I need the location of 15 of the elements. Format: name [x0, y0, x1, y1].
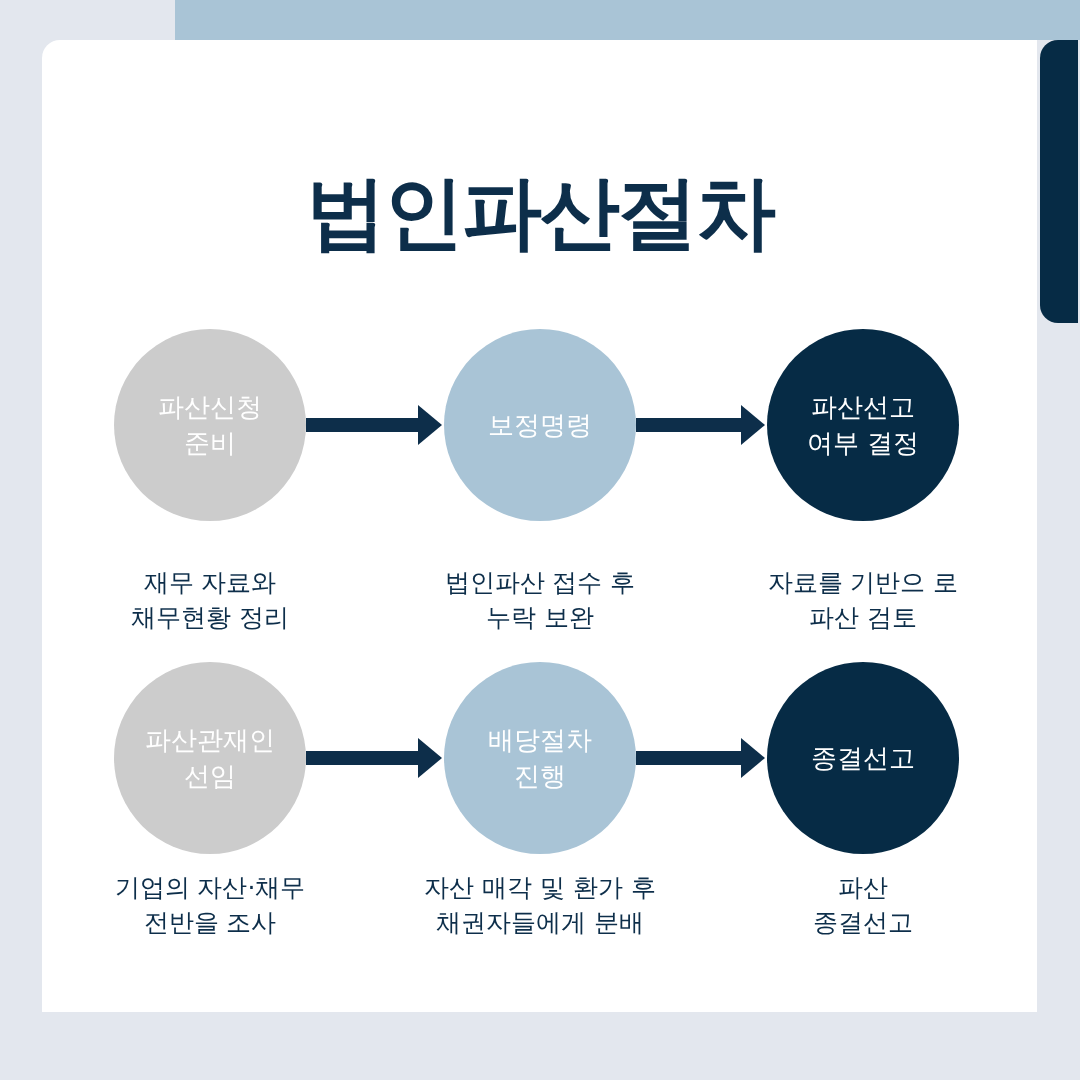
- arrow: [306, 405, 442, 445]
- step-description: 재무 자료와 채무현황 정리: [130, 567, 290, 634]
- step-label: 종결선고: [810, 741, 916, 775]
- arrow: [636, 738, 765, 778]
- title: 법인파산절차: [305, 165, 776, 261]
- step-description: 법인파산 접수 후 누락 보완: [443, 567, 637, 634]
- arrow: [306, 738, 442, 778]
- step-label: 파산선고 여부 결정: [805, 390, 921, 460]
- step-description: 파산 종결선고: [812, 872, 914, 939]
- arrow: [636, 405, 765, 445]
- step-description: 자산 매각 및 환가 후 채권자들에게 분배: [423, 872, 657, 939]
- step-description: 기업의 자산·채무 전반을 조사: [113, 872, 307, 939]
- step-description: 자료를 기반으 로 파산 검토: [766, 567, 960, 634]
- step-label: 배당절차 진행: [487, 723, 593, 793]
- step-label: 보정명령: [487, 408, 593, 442]
